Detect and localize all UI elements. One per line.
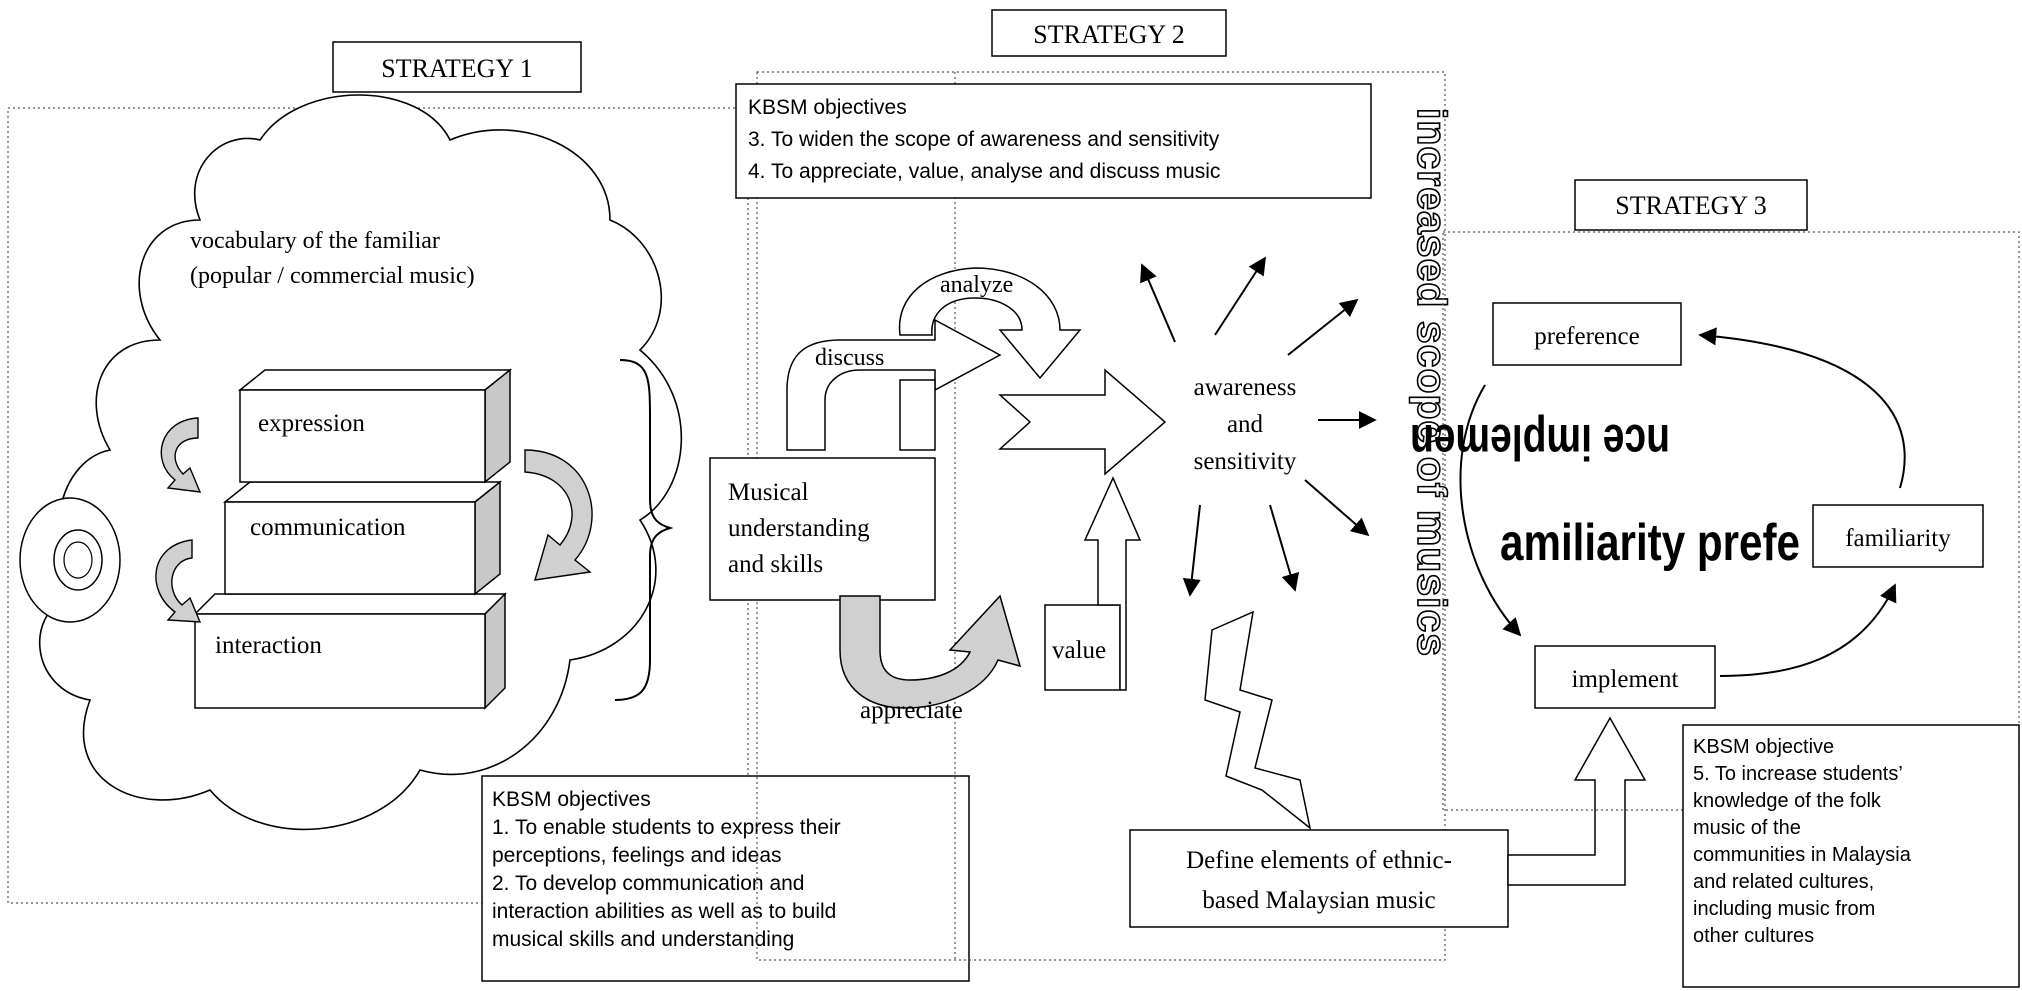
svg-text:KBSM objectives: KBSM objectives <box>748 96 907 119</box>
appreciate-arrow: appreciate <box>839 594 1022 724</box>
kbsm-objectives-3-4: KBSM objectives 3. To widen the scope of… <box>735 83 1372 199</box>
block-expression: expression <box>237 368 513 484</box>
main-chevron-arrow <box>998 368 1167 476</box>
svg-text:3. To widen the scope of aware: 3. To widen the scope of awareness and s… <box>748 128 1220 151</box>
speaker-icon <box>19 497 121 623</box>
block-communication: communication <box>222 480 503 596</box>
implement-box: implement <box>1534 645 1716 709</box>
ring-text-top: nce implemen <box>1410 414 1670 470</box>
svg-text:including music from: including music from <box>1693 898 1875 920</box>
curved-arrow-upper <box>160 417 202 493</box>
lightning-bolt <box>1204 610 1312 830</box>
connector-bar <box>899 379 936 451</box>
ring-text-bottom: amiliarity prefe <box>1500 514 1800 572</box>
value-box: value <box>1044 604 1121 691</box>
svg-text:appreciate: appreciate <box>860 697 963 724</box>
svg-text:STRATEGY 3: STRATEGY 3 <box>1615 191 1766 220</box>
svg-text:other cultures: other cultures <box>1693 925 1814 947</box>
svg-text:musical skills and understandi: musical skills and understanding <box>492 928 794 951</box>
svg-text:expression: expression <box>258 410 365 437</box>
familiarity-box: familiarity <box>1812 504 1984 568</box>
vocab-line-2: (popular / commercial music) <box>190 263 475 289</box>
svg-text:sensitivity: sensitivity <box>1194 448 1297 475</box>
svg-text:communication: communication <box>250 514 406 541</box>
strategy2-label: STRATEGY 2 <box>991 9 1227 57</box>
svg-text:5. To increase students’: 5. To increase students’ <box>1693 763 1903 785</box>
discuss-arrow: discuss <box>786 318 1002 451</box>
svg-text:Define elements of ethnic-: Define elements of ethnic- <box>1186 847 1452 874</box>
svg-text:understanding: understanding <box>728 515 870 542</box>
svg-text:STRATEGY 1: STRATEGY 1 <box>381 54 532 83</box>
radiating-arrows <box>1140 256 1377 597</box>
define-to-implement-arrow <box>1507 716 1647 886</box>
svg-text:analyze: analyze <box>940 272 1013 298</box>
svg-text:2. To develop communication an: 2. To develop communication and <box>492 872 804 895</box>
svg-text:KBSM objectives: KBSM objectives <box>492 788 651 811</box>
musical-understanding-box: Musical understanding and skills <box>709 457 936 601</box>
kbsm-objective-5: KBSM objective 5. To increase students’ … <box>1682 724 2020 988</box>
svg-text:familiarity: familiarity <box>1845 525 1951 552</box>
svg-text:interaction abilities as well: interaction abilities as well as to buil… <box>492 900 836 923</box>
cycle-arrows <box>1459 327 1906 677</box>
svg-text:and skills: and skills <box>728 551 823 578</box>
big-curved-arrow <box>524 449 593 581</box>
svg-text:KBSM objective: KBSM objective <box>1693 736 1834 758</box>
svg-text:Musical: Musical <box>728 479 809 506</box>
strategy2-frame <box>756 71 1446 961</box>
svg-text:music of the: music of the <box>1693 817 1801 839</box>
svg-text:perceptions, feelings and idea: perceptions, feelings and ideas <box>492 844 782 867</box>
preference-box: preference <box>1492 302 1682 366</box>
curly-brace <box>614 359 674 701</box>
svg-text:knowledge of the folk: knowledge of the folk <box>1693 790 1882 812</box>
svg-text:based Malaysian music: based Malaysian music <box>1202 887 1435 914</box>
svg-text:discuss: discuss <box>815 345 884 371</box>
svg-text:4. To appreciate, value, analy: 4. To appreciate, value, analyse and dis… <box>748 160 1220 183</box>
strategy1-label: STRATEGY 1 <box>332 41 582 93</box>
strategy3-label: STRATEGY 3 <box>1574 179 1808 231</box>
svg-text:communities in Malaysia: communities in Malaysia <box>1693 844 1912 866</box>
block-interaction: interaction <box>193 592 507 710</box>
analyze-arrow: analyze <box>898 267 1082 380</box>
awareness-label: awareness and sensitivity <box>1194 374 1297 475</box>
ring-text: nce implemen amiliarity prefe <box>1410 414 1800 572</box>
svg-text:interaction: interaction <box>215 632 322 659</box>
svg-text:preference: preference <box>1534 323 1639 350</box>
curved-arrow-lower <box>155 539 202 623</box>
svg-text:awareness: awareness <box>1194 374 1297 401</box>
value-up-arrow <box>1083 476 1142 691</box>
kbsm-objectives-1-2: KBSM objectives 1. To enable students to… <box>481 775 970 982</box>
define-elements-box: Define elements of ethnic- based Malaysi… <box>1129 829 1509 928</box>
svg-text:and related cultures,: and related cultures, <box>1693 871 1874 893</box>
svg-text:and: and <box>1227 411 1264 438</box>
svg-text:implement: implement <box>1572 666 1679 693</box>
svg-text:1. To enable students to expre: 1. To enable students to express their <box>492 816 841 839</box>
vocab-line-1: vocabulary of the familiar <box>190 228 440 254</box>
svg-text:STRATEGY 2: STRATEGY 2 <box>1033 20 1184 49</box>
increased-scope-title: increased scope of musics <box>1409 108 1455 657</box>
svg-text:value: value <box>1052 637 1106 664</box>
